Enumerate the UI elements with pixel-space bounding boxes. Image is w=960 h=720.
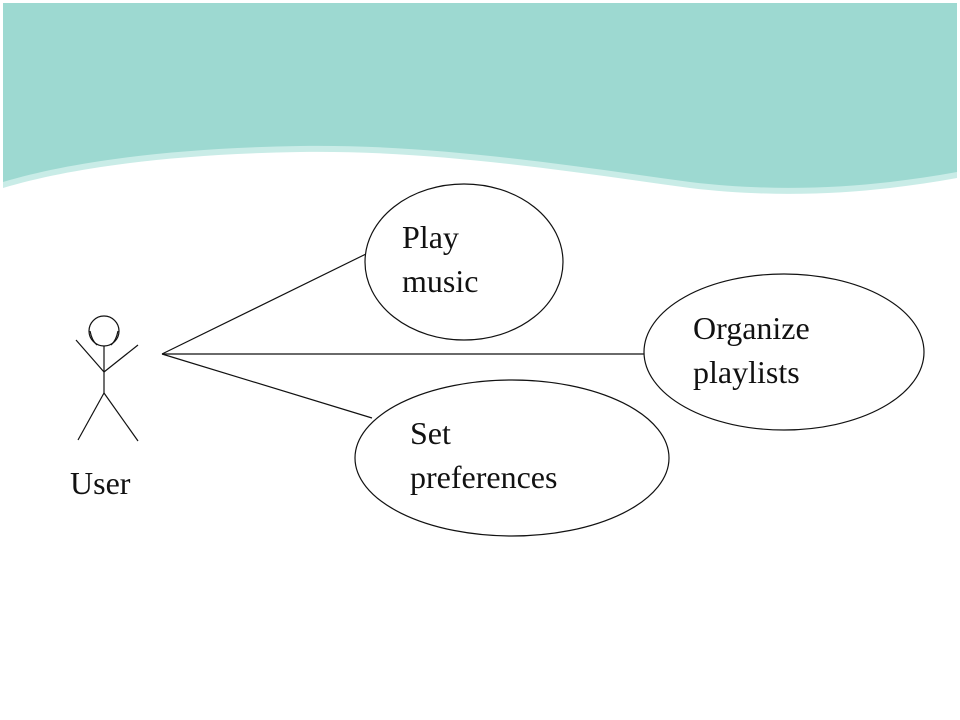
banner-fill bbox=[3, 3, 957, 188]
actor-face-detail bbox=[89, 330, 119, 346]
use-case-organize-playlists-line1: Organize bbox=[693, 310, 810, 346]
actor-left-leg bbox=[77, 392, 105, 441]
use-case-set-preferences-line2: preferences bbox=[410, 459, 557, 495]
use-case-play-music-line2: music bbox=[402, 263, 478, 299]
use-case-set-preferences[interactable]: Set preferences bbox=[354, 379, 670, 537]
actor-left-arm bbox=[75, 339, 105, 373]
use-case-organize-playlists-line2: playlists bbox=[693, 354, 800, 390]
use-case-set-preferences-ellipse bbox=[354, 379, 670, 537]
use-case-organize-playlists-ellipse bbox=[643, 273, 925, 431]
associations bbox=[161, 253, 645, 419]
actor-right-arm bbox=[103, 344, 139, 373]
use-case-organize-playlists[interactable]: Organize playlists bbox=[643, 273, 925, 431]
use-case-set-preferences-line1: Set bbox=[410, 415, 451, 451]
actor-right-leg bbox=[103, 392, 139, 442]
association-set-preferences bbox=[161, 353, 373, 419]
use-case-play-music-ellipse bbox=[364, 183, 564, 341]
use-case-play-music-line1: Play bbox=[402, 219, 459, 255]
actor-user[interactable] bbox=[75, 315, 139, 442]
header-banner bbox=[3, 3, 957, 194]
association-play-music bbox=[161, 253, 367, 355]
actor-label: User bbox=[70, 465, 131, 501]
use-case-play-music[interactable]: Play music bbox=[364, 183, 564, 341]
